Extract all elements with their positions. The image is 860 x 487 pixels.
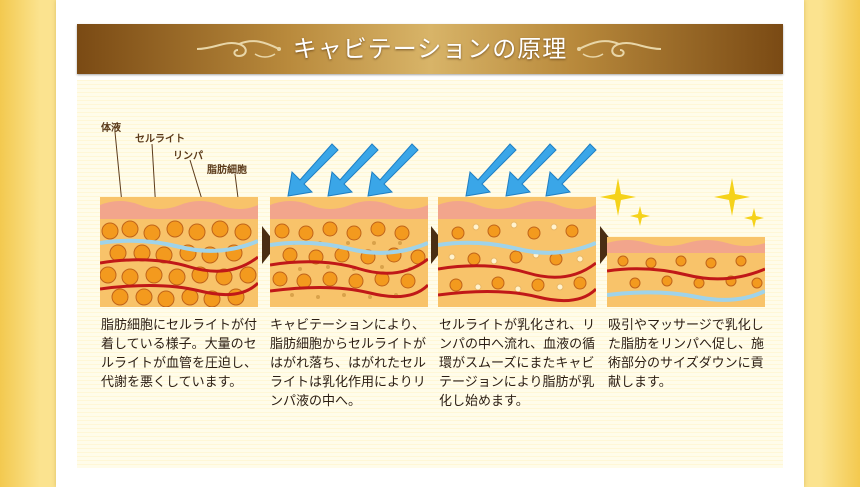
label-cellulite: セルライト [135,134,185,145]
label-fluid: 体液 [101,123,121,134]
ultrasound-arrows-stage-3 [465,143,597,197]
ornament-left-icon [196,40,281,58]
ornament-right-icon [577,40,662,58]
page-title: キャビテーションの原理 [292,35,568,63]
title-banner: キャビテーションの原理 [77,24,783,74]
step-3-description: セルライトが乳化され、リンパの中へ流れ、血液の循環がスムーズにまたキャビテージョ… [439,318,596,409]
step-2-description: キャビテーションにより、脂肪細胞からセルライトがはがれ落ち、はがれたセルライトは… [270,318,427,409]
step-1-description: 脂肪細胞にセルライトが付着している様子。大量のセルライトが血管を圧迫し、代謝を悪… [101,318,258,390]
sparkle-icon [600,178,650,226]
stage-4-illustration [607,237,765,307]
sparkle-icon [714,178,764,228]
stage-2-illustration [270,197,428,307]
stage-1-illustration [100,197,258,307]
ultrasound-arrows-stage-2 [287,143,419,197]
label-lymph: リンパ [173,151,203,162]
step-4-description: 吸引やマッサージで乳化した脂肪をリンパへ促し、施術部分のサイズダウンに貢献します… [608,318,765,390]
stage-3-illustration [438,197,596,307]
label-fat-cell: 脂肪細胞 [207,165,247,176]
